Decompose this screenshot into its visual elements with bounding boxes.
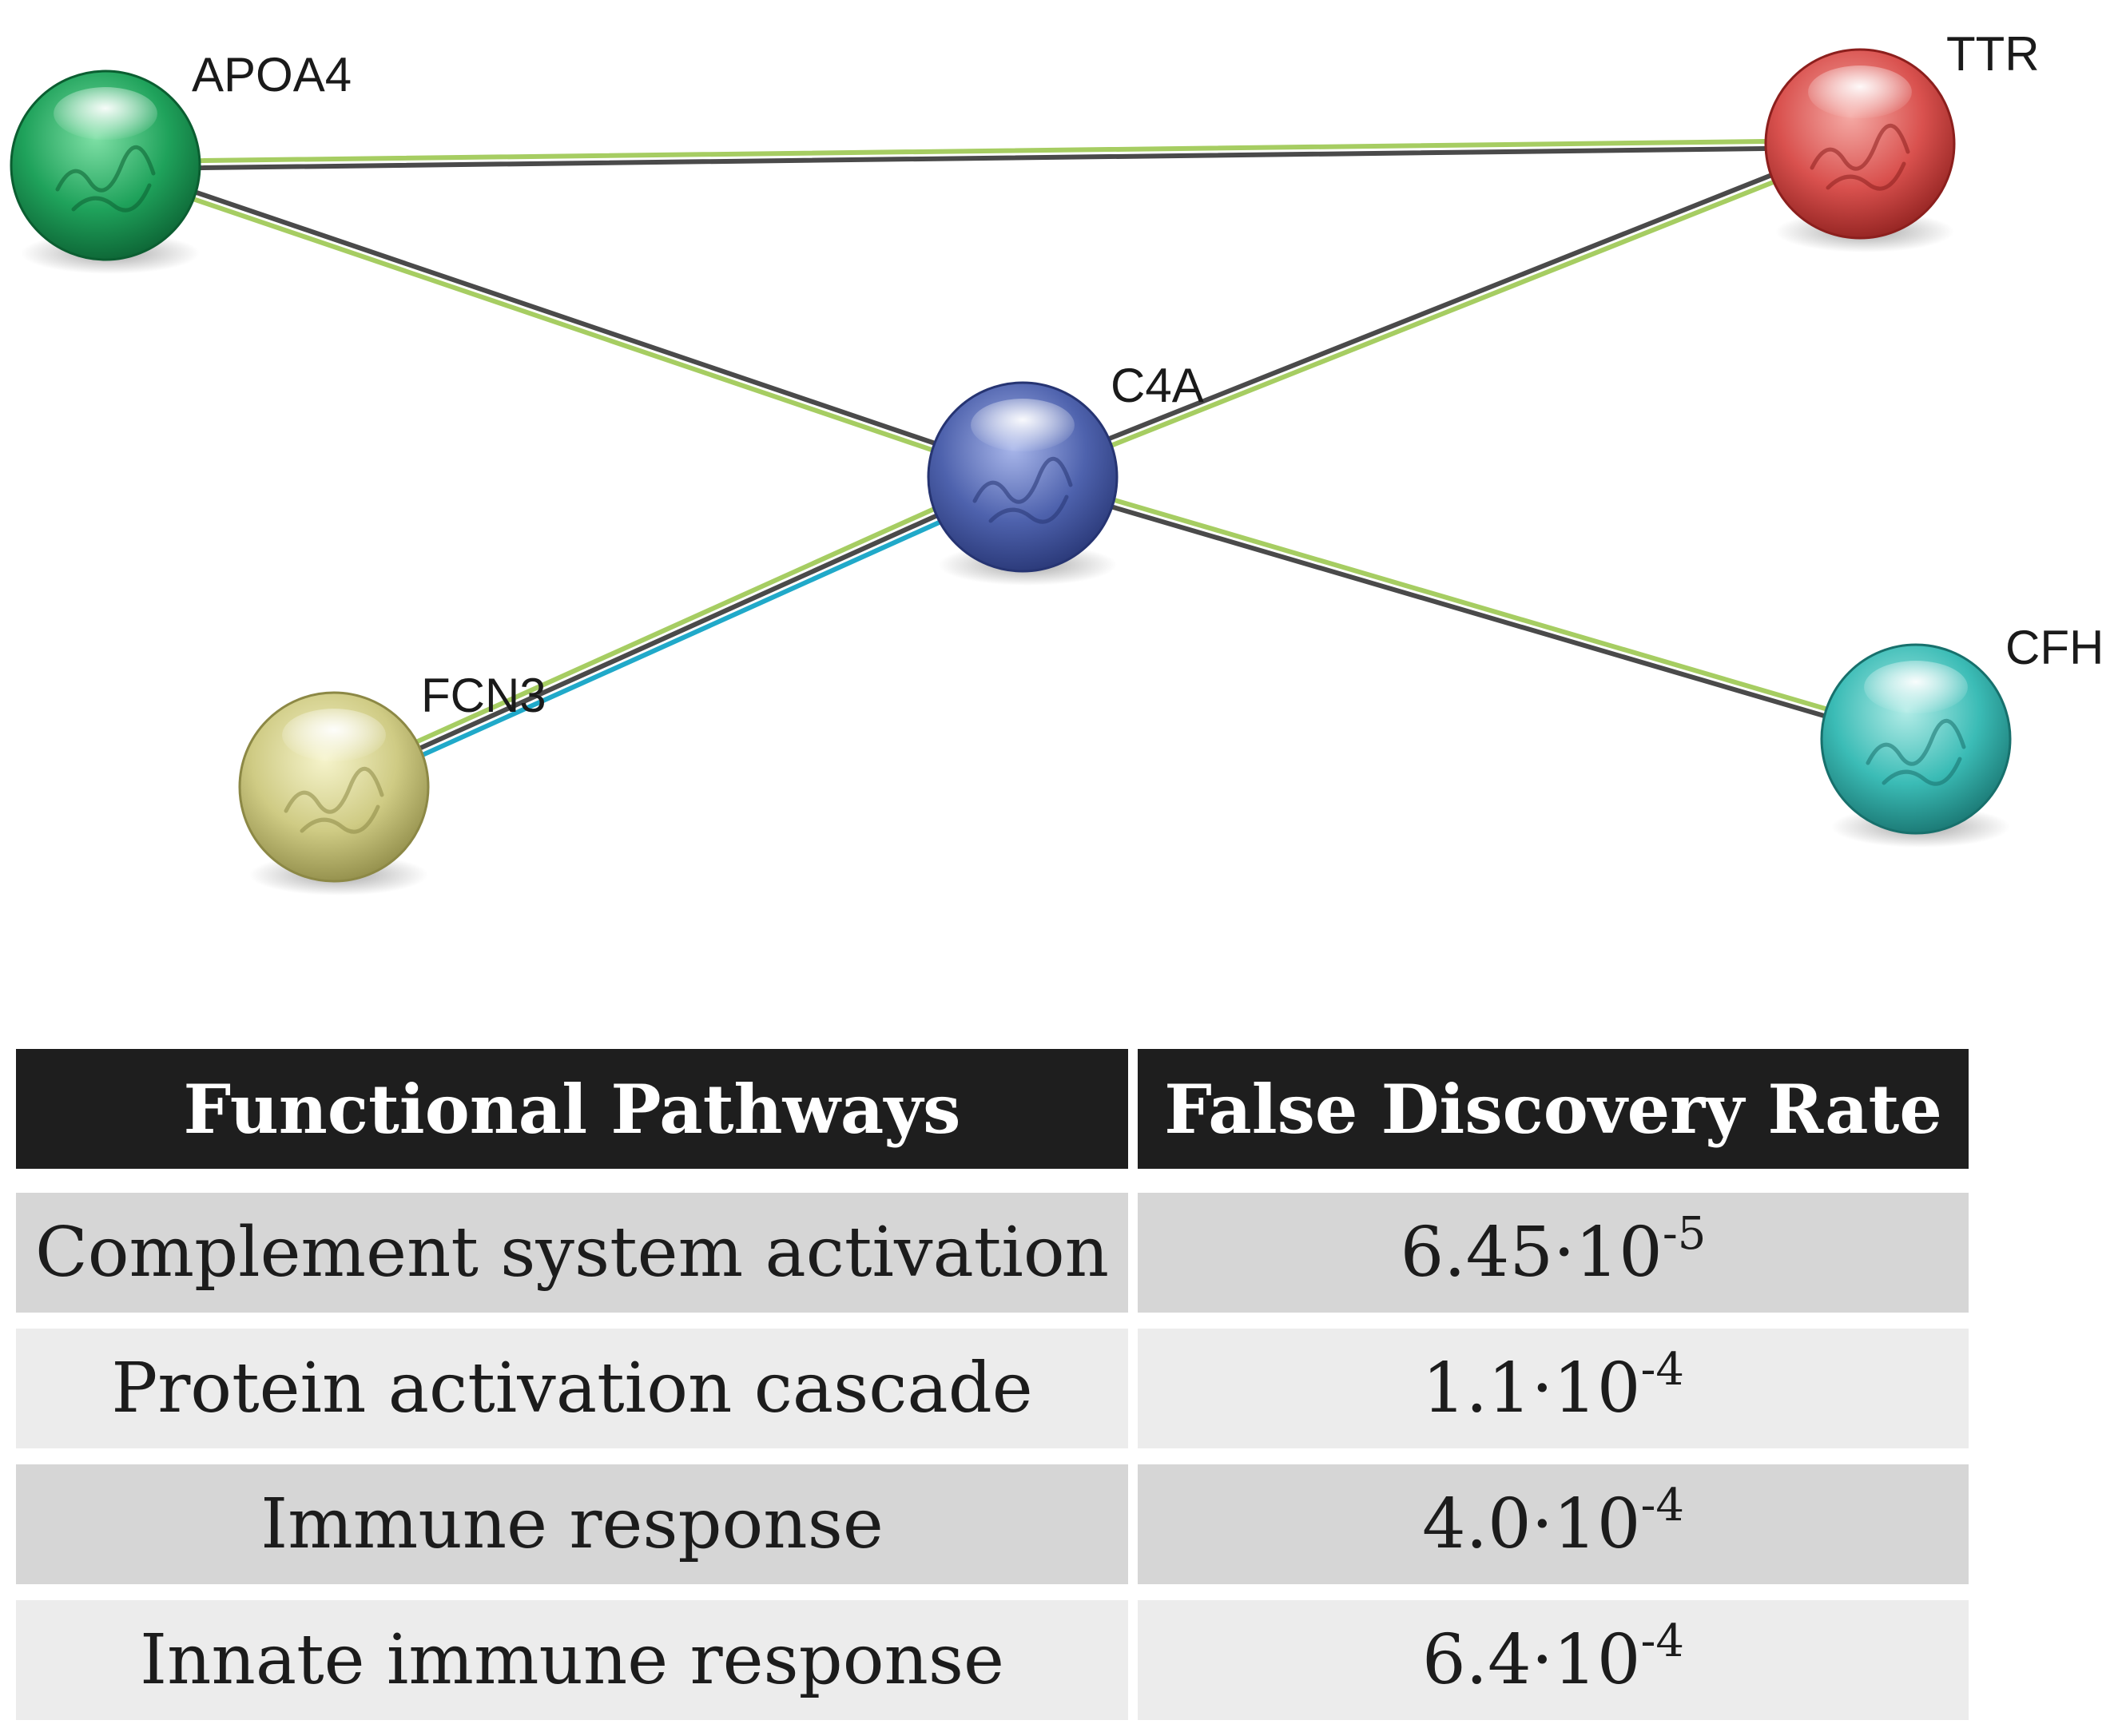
edge-apoa4-c4a — [101, 159, 1027, 483]
protein-structure-icon — [284, 767, 384, 834]
fdr-cell: 6.4·10-4 — [1138, 1600, 1969, 1720]
node-ttr[interactable] — [1764, 48, 1956, 252]
node-fcn3[interactable] — [238, 691, 430, 896]
fdr-exponent: -4 — [1640, 1480, 1685, 1531]
edge-line-co-expression — [1019, 137, 1862, 476]
node-label-cfh: CFH — [2005, 621, 2104, 674]
nodes-layer — [10, 48, 2012, 896]
table-row: Immune response 4.0·10-4 — [16, 1464, 1969, 1600]
pathway-cell: Immune response — [16, 1464, 1138, 1600]
edge-c4a-cfh — [1019, 471, 1920, 745]
edge-c4a-fcn3 — [328, 467, 1028, 796]
protein-interaction-network: APOA4 TTR C4A FCN3 CFH — [10, 27, 2104, 896]
edges-layer — [101, 137, 1920, 796]
table-row: Complement system activation 6.45·10-5 — [16, 1193, 1969, 1329]
node-label-ttr: TTR — [1946, 27, 2040, 81]
fdr-mantissa: 6.4·10 — [1421, 1620, 1641, 1700]
node-apoa4[interactable] — [10, 70, 201, 274]
fdr-cell: 1.1·10-4 — [1138, 1329, 1969, 1464]
node-label-apoa4: APOA4 — [192, 48, 352, 101]
edge-line-co-expression — [103, 145, 1863, 172]
fdr-exponent: -4 — [1640, 1615, 1685, 1667]
node-label-c4a: C4A — [1111, 359, 1204, 412]
header-functional-pathways: Functional Pathways — [16, 1049, 1138, 1193]
edge-line-database — [334, 481, 1028, 796]
edge-ttr-c4a — [1019, 137, 1864, 483]
pathway-cell: Complement system activation — [16, 1193, 1138, 1329]
fdr-mantissa: 1.1·10 — [1421, 1349, 1641, 1428]
table-header-row: Functional Pathways False Discovery Rate — [16, 1049, 1969, 1193]
edge-line-co-expression — [332, 475, 1025, 789]
protein-structure-icon — [1866, 719, 1966, 786]
protein-structure-icon — [1810, 124, 1910, 191]
pathway-cell: Innate immune response — [16, 1600, 1138, 1720]
protein-structure-icon — [55, 145, 156, 213]
node-highlight — [971, 399, 1075, 452]
pathway-cell: Protein activation cascade — [16, 1329, 1138, 1464]
fdr-cell: 6.45·10-5 — [1138, 1193, 1969, 1329]
node-highlight — [54, 87, 157, 141]
edge-line-text-mining — [328, 467, 1023, 783]
table-row: Protein activation cascade 1.1·10-4 — [16, 1329, 1969, 1464]
fdr-exponent: -4 — [1640, 1344, 1685, 1396]
edge-line-text-mining — [102, 137, 1862, 165]
edge-line-text-mining — [1021, 145, 1864, 483]
edge-apoa4-ttr — [102, 137, 1863, 172]
header-false-discovery-rate: False Discovery Rate — [1138, 1049, 1969, 1193]
node-highlight — [1864, 661, 1968, 714]
protein-structure-icon — [972, 457, 1073, 524]
node-highlight — [282, 709, 386, 762]
fdr-cell: 4.0·10-4 — [1138, 1464, 1969, 1600]
pathway-table: Functional Pathways False Discovery Rate… — [16, 1049, 1969, 1720]
edge-line-text-mining — [101, 166, 1024, 483]
edge-line-text-mining — [1021, 471, 1920, 738]
node-highlight — [1808, 66, 1912, 119]
fdr-mantissa: 6.45·10 — [1400, 1213, 1663, 1293]
node-label-fcn3: FCN3 — [421, 669, 546, 722]
fdr-exponent: -5 — [1662, 1208, 1707, 1260]
edge-line-co-expression — [104, 159, 1027, 476]
node-cfh[interactable] — [1820, 643, 2012, 848]
node-c4a[interactable] — [927, 381, 1119, 586]
edge-line-co-expression — [1019, 478, 1917, 745]
fdr-mantissa: 4.0·10 — [1421, 1484, 1641, 1564]
labels-layer: APOA4 TTR C4A FCN3 CFH — [192, 27, 2104, 722]
table-row: Innate immune response 6.4·10-4 — [16, 1600, 1969, 1720]
